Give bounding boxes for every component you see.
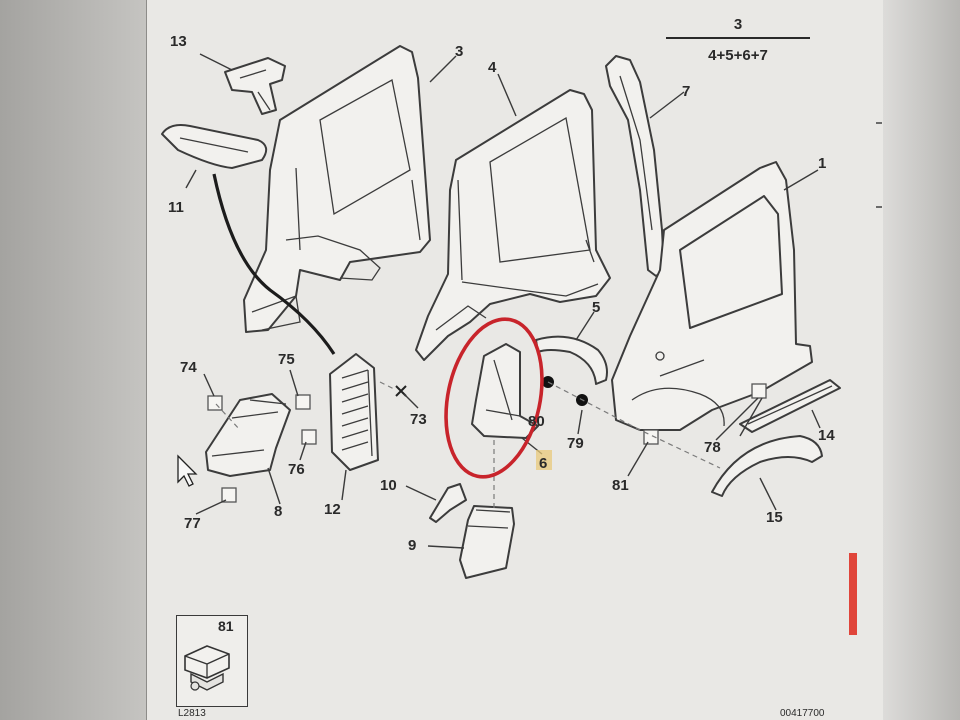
label-7: 7: [682, 83, 690, 100]
part-12-vent-grille[interactable]: [329, 353, 379, 471]
part-15-arch-trim[interactable]: [711, 435, 823, 497]
label-13: 13: [170, 33, 187, 50]
part-7-pillar-strip[interactable]: [605, 55, 665, 277]
assembly-lines: [215, 381, 721, 510]
formula-bottom: 4+5+6+7: [708, 47, 768, 64]
inset-detail-81[interactable]: [176, 615, 248, 707]
label-81: 81: [612, 477, 629, 494]
cable-11: [212, 173, 336, 355]
part-14-sill-strip[interactable]: [739, 379, 841, 433]
diagram-ref-right: 00417700: [780, 708, 825, 719]
label-14: 14: [818, 427, 835, 444]
label-11: 11: [168, 199, 184, 216]
part-10-clip[interactable]: [429, 483, 467, 523]
label-8: 8: [274, 503, 282, 520]
part-4-quarter-inner[interactable]: [415, 89, 611, 361]
label-5: 5: [592, 299, 600, 316]
leader-lines: [185, 53, 821, 549]
part-13-bracket[interactable]: [224, 57, 286, 115]
label-74: 74: [180, 359, 197, 376]
label-73: 73: [410, 411, 427, 428]
label-9: 9: [408, 537, 416, 554]
ruler-tick: [876, 122, 882, 124]
fastener-76: [301, 429, 317, 445]
label-3: 3: [455, 43, 463, 60]
part-1-outer-side-panel[interactable]: [611, 161, 813, 431]
label-1: 1: [818, 155, 826, 172]
inset-label: 81: [218, 618, 234, 634]
label-80: 80: [528, 413, 545, 430]
part-11-pad[interactable]: [161, 124, 268, 169]
monitor-left-edge: [0, 0, 150, 720]
fastener-75: [295, 394, 311, 410]
label-6: 6: [539, 455, 547, 472]
fastener-78: [751, 383, 767, 399]
label-76: 76: [288, 461, 305, 478]
part-8-duct[interactable]: [205, 393, 291, 477]
label-4: 4: [488, 59, 497, 76]
formula-top: 3: [734, 16, 742, 33]
label-77: 77: [184, 515, 201, 532]
part-number-labels: 13 11 3 4 7 1 5 74 75 73 76 8 77 12 10 9…: [168, 33, 835, 554]
clip-icon: [184, 645, 230, 691]
part-5-wheel-arch[interactable]: [535, 335, 608, 385]
label-10: 10: [380, 477, 397, 494]
mouse-cursor-icon: [177, 454, 198, 487]
label-6-highlight: [536, 450, 552, 470]
scrollbar-thumb[interactable]: [849, 553, 857, 635]
part-9-box[interactable]: [459, 505, 515, 579]
monitor-right-edge: [880, 0, 960, 720]
highlight-circle-part-6: [444, 317, 544, 479]
label-12: 12: [324, 501, 341, 518]
fastener-77: [221, 487, 237, 503]
label-15: 15: [766, 509, 783, 526]
ruler-tick: [876, 206, 882, 208]
fastener-74: [207, 395, 223, 411]
label-75: 75: [278, 351, 295, 368]
label-79: 79: [567, 435, 584, 452]
label-78: 78: [704, 439, 721, 456]
diagram-ref-left: L2813: [178, 708, 206, 719]
assembly-formula: 3 4+5+6+7: [666, 16, 810, 64]
